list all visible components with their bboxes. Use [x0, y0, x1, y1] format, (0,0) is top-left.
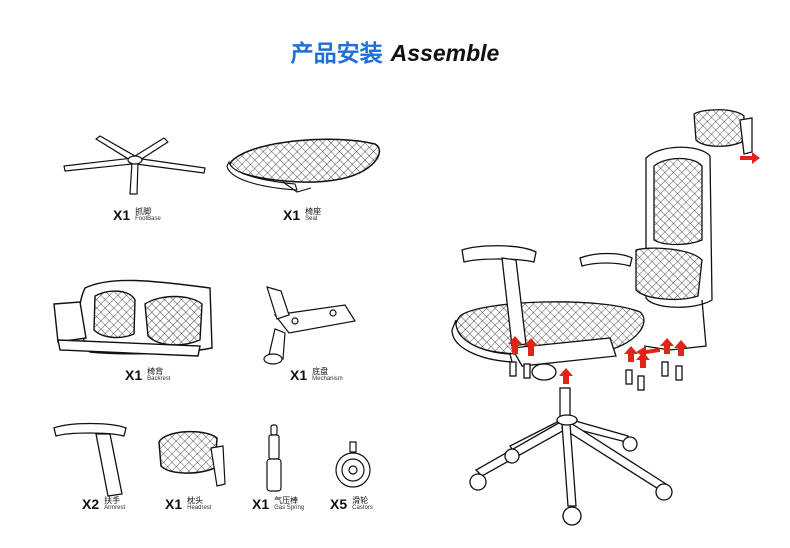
gas-spring-illustration — [266, 424, 282, 492]
part-name-en: Castors — [352, 505, 373, 512]
part-name-zh: 椅背 — [147, 366, 164, 376]
part-name-en: FootBase — [135, 216, 161, 223]
seat-illustration — [226, 138, 381, 193]
part-name-zh: 椅座 — [305, 206, 322, 216]
part-name-zh: 气压棒 — [274, 495, 299, 505]
part-qty: X5 — [330, 496, 348, 512]
castor-illustration — [335, 441, 371, 488]
part-qty: X1 — [252, 496, 270, 512]
page-title: 产品安装 Assemble — [0, 34, 790, 68]
part-qty: X1 — [165, 496, 183, 512]
assembly-illustration — [451, 109, 760, 526]
part-name-en: Headrest — [187, 505, 212, 512]
mechanism-illustration — [263, 286, 356, 365]
part-name-en: Armrest — [104, 505, 126, 512]
part-qty: X2 — [82, 496, 100, 512]
backrest-illustration — [53, 279, 213, 357]
part-name-en: Seat — [305, 216, 318, 223]
part-name-en: Gas Spring — [274, 505, 305, 512]
part-qty: X1 — [113, 207, 131, 223]
armrest-illustration — [53, 422, 127, 497]
headrest-illustration — [158, 430, 226, 487]
part-name-zh: 底盘 — [312, 366, 329, 376]
part-name-zh: 扶手 — [104, 495, 121, 505]
part-qty: X1 — [125, 367, 143, 383]
footbase-illustration — [63, 135, 206, 195]
title-zh: 产品安装 — [290, 41, 383, 67]
part-qty: X1 — [283, 207, 301, 223]
part-qty: X1 — [290, 367, 308, 383]
part-name-zh: 滑轮 — [352, 495, 369, 505]
title-en: Assemble — [390, 40, 500, 66]
part-name-en: Mechanism — [312, 376, 343, 383]
part-name-en: Backrest — [147, 376, 171, 383]
part-name-zh: 抓脚 — [135, 206, 152, 216]
part-name-zh: 枕头 — [187, 495, 204, 505]
